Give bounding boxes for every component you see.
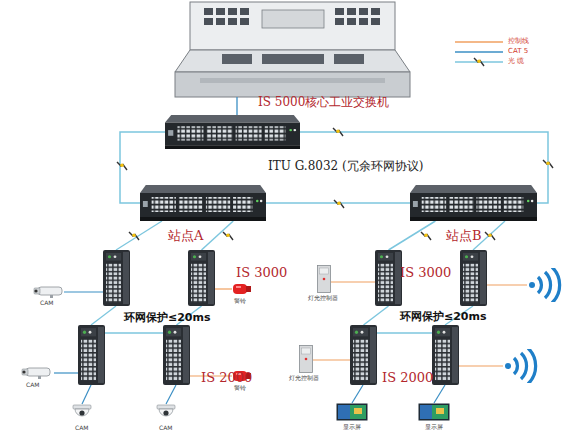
device-label: CAM <box>40 300 70 307</box>
ring-note: 环网保护≤20ms <box>400 311 520 323</box>
alarm-icon <box>233 284 251 294</box>
is2000-switch <box>78 325 105 385</box>
switch-icon <box>410 185 537 221</box>
fiber-marker <box>333 128 343 136</box>
fiber-marker <box>129 232 139 240</box>
is3000-switch <box>460 250 487 306</box>
fiber-marker <box>421 232 431 240</box>
device-wires <box>54 282 527 404</box>
fiber-link <box>202 221 234 250</box>
is2000-switch <box>432 325 459 385</box>
switch-label: IS 5000核心工业交换机 <box>258 96 428 109</box>
switch-label: IS 3000 <box>236 266 306 280</box>
switch-icon <box>165 115 300 149</box>
device-label: 灯光控制器 <box>308 295 348 302</box>
switch-icon <box>140 185 266 221</box>
dome-camera-icon <box>157 405 175 416</box>
camera-icon <box>22 368 50 379</box>
rack-switch: 站点A <box>140 185 266 221</box>
cat5-wire <box>236 97 237 115</box>
din-switch: IS 2000 <box>163 325 190 385</box>
wifi-icon <box>529 267 560 303</box>
device-label: 警铃 <box>234 298 264 305</box>
switch-icon <box>188 250 215 306</box>
switch-icon <box>375 250 402 306</box>
dome-camera-icon <box>73 405 91 416</box>
wifi-icon <box>505 348 536 384</box>
fiber-marker <box>485 232 495 240</box>
device-label: 显示屏 <box>425 424 455 431</box>
legend-text: CAT 5 <box>508 48 568 56</box>
device-label: CAM <box>26 382 56 389</box>
screen-icon <box>419 404 450 421</box>
ring-note: 环网保护≤20ms <box>124 312 244 324</box>
is3000-switch <box>103 250 130 306</box>
fiber-marker <box>223 232 233 240</box>
fiber-marker <box>543 160 553 168</box>
switch-icon <box>163 325 190 385</box>
device-label: 显示屏 <box>343 424 373 431</box>
device-label: 灯光控制器 <box>289 375 329 382</box>
din-switch: IS 2000 <box>350 325 377 385</box>
legend-text: 控制线 <box>508 38 568 46</box>
switch-label: IS 2000 <box>201 371 271 385</box>
screen-icon <box>337 404 368 421</box>
switch-label: 站点B <box>446 229 516 243</box>
protocol-label: ITU G.8032 (冗余环网协议) <box>268 160 438 173</box>
cabinet-icon <box>300 346 313 373</box>
rack-switch: IS 5000核心工业交换机 <box>165 115 300 149</box>
control-console <box>175 2 410 97</box>
fiber-marker <box>334 200 344 208</box>
legend-samples <box>455 42 503 66</box>
din-switch: IS 3000 <box>188 250 215 306</box>
device-label: CAM <box>159 425 189 432</box>
legend-text: 光 缆 <box>508 58 568 66</box>
device-label: 警铃 <box>234 385 264 392</box>
switch-icon <box>350 325 377 385</box>
camera-icon <box>34 287 62 298</box>
fiber-marker <box>117 162 127 170</box>
din-switch: IS 3000 <box>375 250 402 306</box>
switch-label: IS 3000 <box>400 266 470 280</box>
fiber-link <box>389 221 436 250</box>
switch-label: IS 2000 <box>382 371 452 385</box>
cabinet-icon <box>318 266 331 293</box>
fiber-link <box>364 306 389 325</box>
device-label: CAM <box>75 425 105 432</box>
rack-switch: 站点B <box>410 185 537 221</box>
